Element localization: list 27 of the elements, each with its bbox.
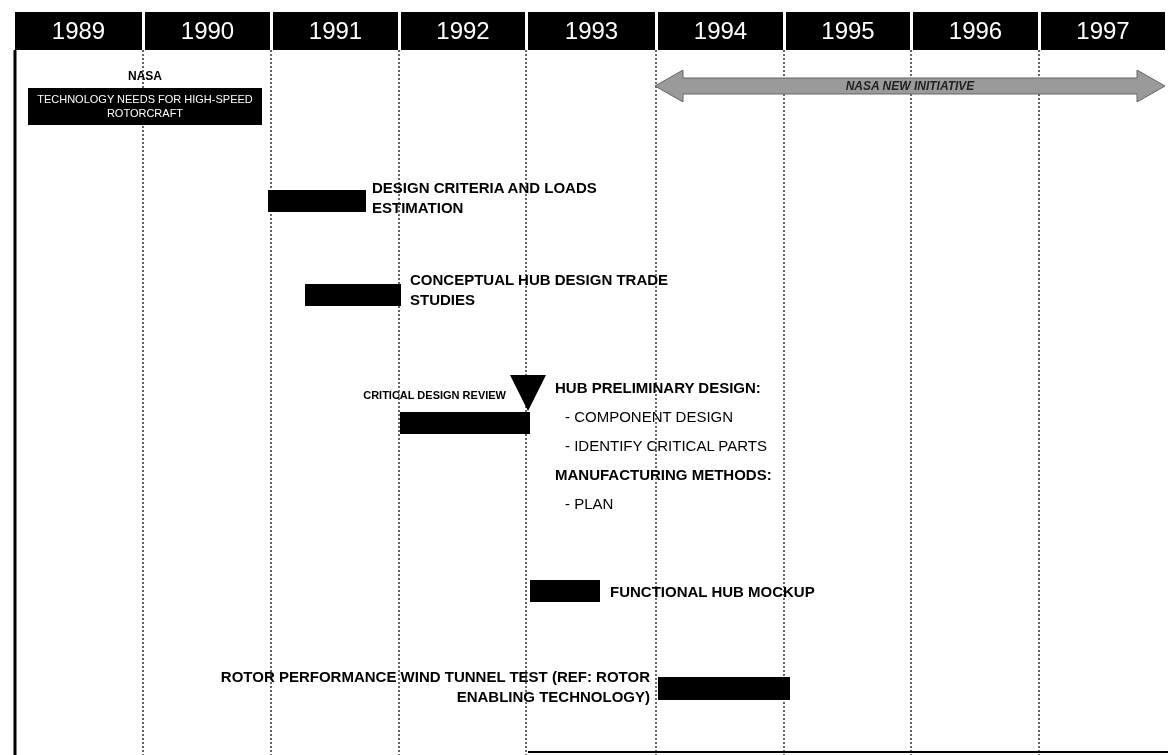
year-header: 1994 — [658, 12, 783, 50]
milestone-triangle — [510, 375, 546, 411]
task-label: CRITICAL DESIGN REVIEW — [362, 388, 506, 402]
year-header: 1996 — [913, 12, 1038, 50]
heading: NASA — [127, 68, 163, 85]
title-box: TECHNOLOGY NEEDS FOR HIGH-SPEED ROTORCRAFT — [28, 88, 262, 125]
year-header: 1992 — [401, 12, 525, 50]
task-bar — [658, 677, 790, 700]
task-label: FUNCTIONAL HUB MOCKUP — [610, 582, 816, 602]
task-bar — [268, 190, 366, 212]
task-label: DESIGN CRITERIA AND LOADS ESTIMATION — [372, 178, 598, 218]
task-label: ROTOR PERFORMANCE WIND TUNNEL TEST (REF: ROTOR ENABLING TECHNOLOGY) — [219, 667, 650, 707]
task-label: HUB PRELIMINARY DESIGN: — [555, 378, 762, 398]
year-header: 1995 — [786, 12, 910, 50]
band-label: NASA NEW INITIATIVE — [844, 78, 976, 94]
year-header: 1997 — [1041, 12, 1165, 50]
task-bar — [530, 580, 600, 602]
task-bar — [305, 284, 401, 306]
year-header: 1989 — [15, 12, 142, 50]
year-header: 1990 — [145, 12, 270, 50]
task-label: - COMPONENT DESIGN — [564, 407, 735, 427]
task-label: - PLAN — [564, 494, 615, 514]
task-label: MANUFACTURING METHODS: — [555, 465, 773, 485]
year-header: 1991 — [273, 12, 398, 50]
task-label: - IDENTIFY CRITICAL PARTS — [564, 436, 768, 456]
year-header: 1993 — [528, 12, 655, 50]
task-label: CONCEPTUAL HUB DESIGN TRADE STUDIES — [410, 270, 670, 310]
